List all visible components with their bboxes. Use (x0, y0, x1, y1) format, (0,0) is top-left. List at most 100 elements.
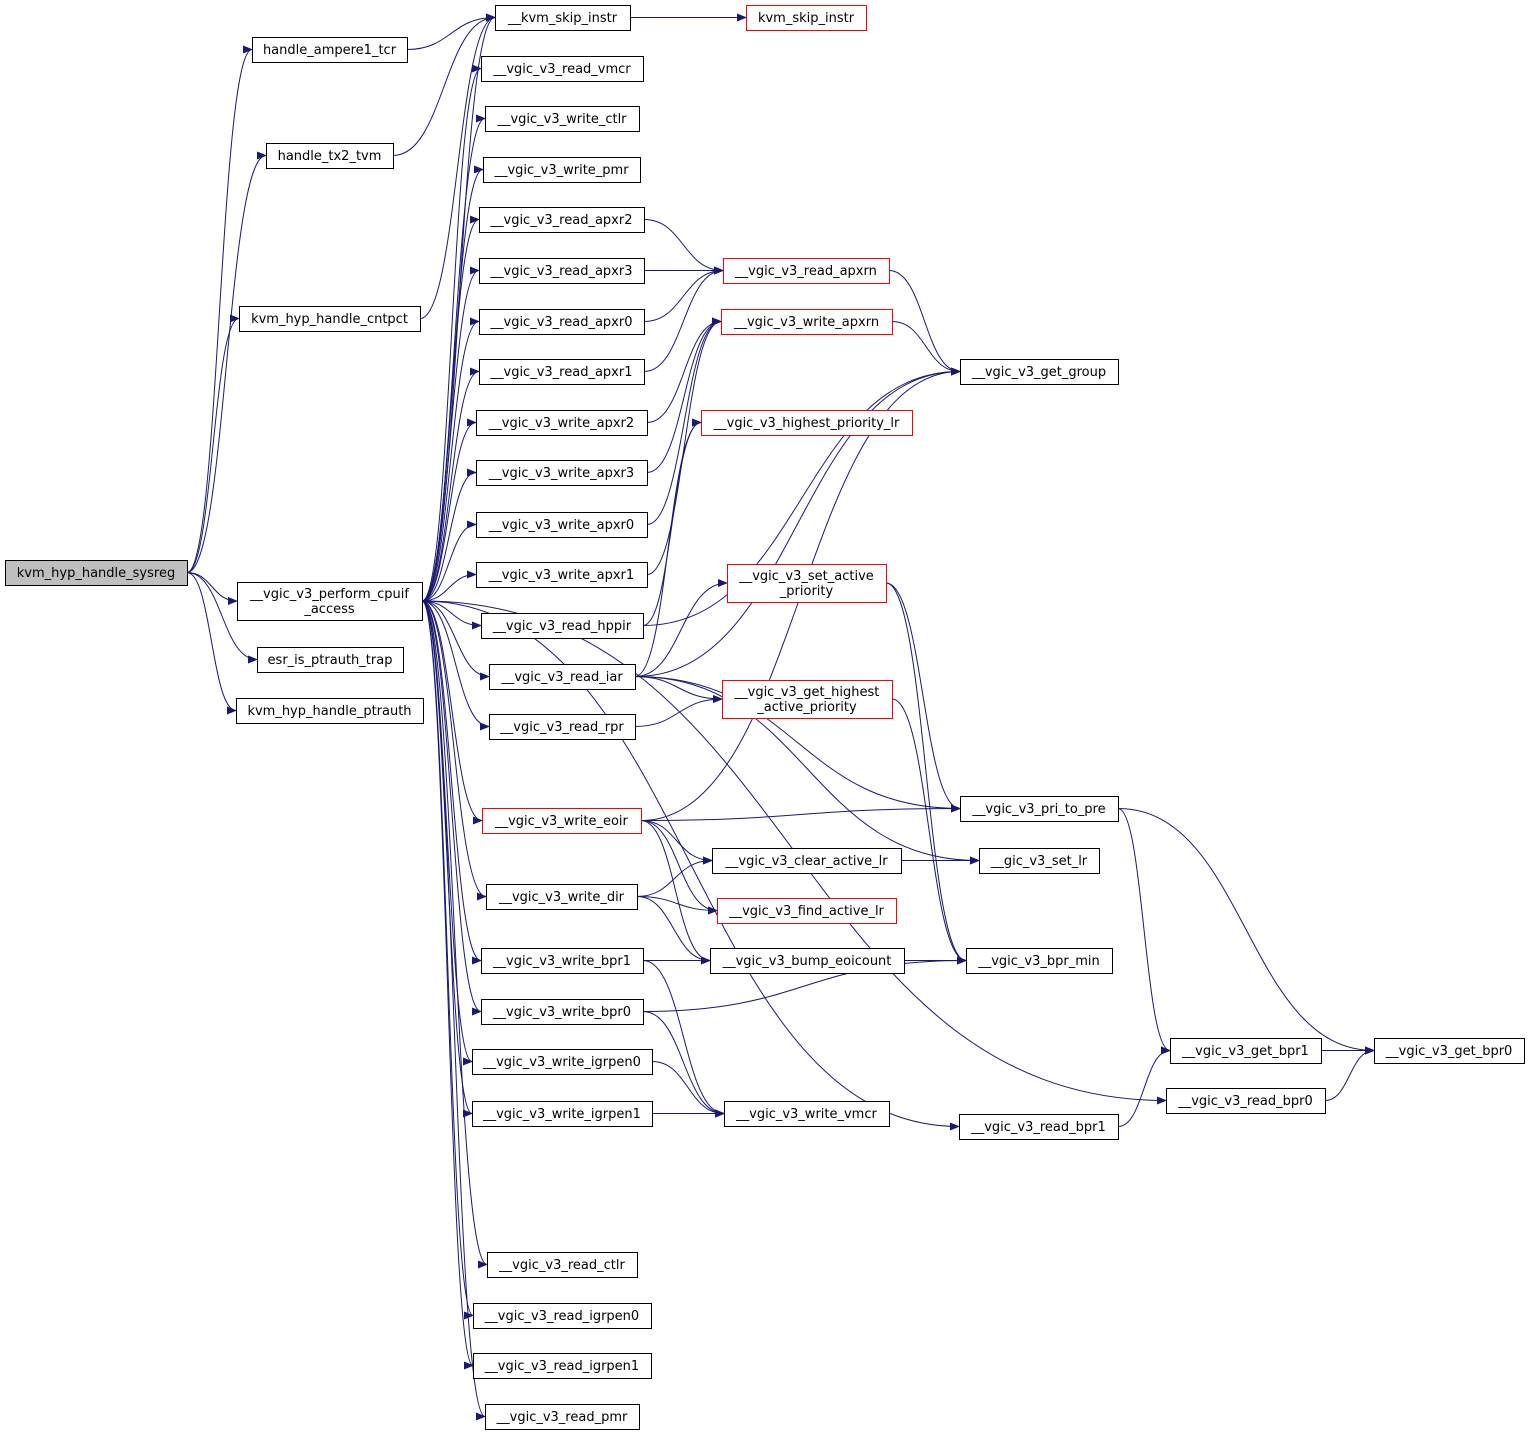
node-__vgic_v3_read_rpr[interactable]: __vgic_v3_read_rpr (489, 714, 636, 740)
node-handle_ampere1_tcr[interactable]: handle_ampere1_tcr (252, 37, 408, 63)
node-__vgic_v3_read_igrpen0[interactable]: __vgic_v3_read_igrpen0 (473, 1303, 652, 1329)
edge-__vgic_v3_perform_cpuif_access-to-__vgic_v3_write_dir (421, 600, 487, 901)
edge-__vgic_v3_perform_cpuif_access-to-__vgic_v3_read_hppir (421, 600, 482, 630)
node-kvm_hyp_handle_cntpct[interactable]: kvm_hyp_handle_cntpct (239, 306, 421, 332)
node-__vgic_v3_write_vmcr[interactable]: __vgic_v3_write_vmcr (724, 1101, 890, 1127)
node-__vgic_v3_read_apxrn[interactable]: __vgic_v3_read_apxrn (723, 258, 890, 284)
node-__vgic_v3_read_pmr[interactable]: __vgic_v3_read_pmr (485, 1404, 640, 1430)
node-box (476, 460, 648, 486)
node-kvm_hyp_handle_sysreg[interactable]: kvm_hyp_handle_sysreg (5, 560, 188, 586)
node-label: __vgic_v3_write_bpr0 (492, 1005, 631, 1020)
node-box (476, 512, 648, 538)
node-box (481, 613, 644, 639)
node-__vgic_v3_bpr_min[interactable]: __vgic_v3_bpr_min (966, 948, 1113, 974)
node-box (960, 796, 1119, 822)
node-label: __vgic_v3_read_apxr3 (490, 264, 633, 279)
node-__vgic_v3_read_bpr0[interactable]: __vgic_v3_read_bpr0 (1166, 1088, 1326, 1114)
node-label: __vgic_v3_write_apxr3 (488, 466, 634, 481)
node-__vgic_v3_read_apxr2[interactable]: __vgic_v3_read_apxr2 (479, 207, 645, 233)
node-__vgic_v3_get_bpr1[interactable]: __vgic_v3_get_bpr1 (1170, 1038, 1322, 1064)
node-label: __vgic_v3_write_igrpen1 (482, 1107, 641, 1122)
node-__vgic_v3_find_active_lr[interactable]: __vgic_v3_find_active_lr (717, 898, 897, 924)
node-__vgic_v3_highest_priority_lr[interactable]: __vgic_v3_highest_priority_lr (701, 410, 913, 436)
node-__vgic_v3_write_apxr1[interactable]: __vgic_v3_write_apxr1 (476, 562, 648, 588)
node-box (473, 1353, 652, 1379)
node-__vgic_v3_write_igrpen0[interactable]: __vgic_v3_write_igrpen0 (472, 1049, 653, 1075)
node-__vgic_v3_read_apxr0[interactable]: __vgic_v3_read_apxr0 (479, 309, 645, 335)
node-__vgic_v3_write_igrpen1[interactable]: __vgic_v3_write_igrpen1 (472, 1101, 653, 1127)
node-__vgic_v3_get_group[interactable]: __vgic_v3_get_group (960, 359, 1119, 385)
node-box (479, 207, 645, 233)
node-__vgic_v3_write_bpr1[interactable]: __vgic_v3_write_bpr1 (481, 948, 644, 974)
node-__vgic_v3_write_apxr0[interactable]: __vgic_v3_write_apxr0 (476, 512, 648, 538)
node-__vgic_v3_write_bpr0[interactable]: __vgic_v3_write_bpr0 (481, 999, 644, 1025)
node-box (485, 1404, 640, 1430)
node-handle_tx2_tvm[interactable]: handle_tx2_tvm (266, 143, 394, 169)
node-__vgic_v3_write_apxr3[interactable]: __vgic_v3_write_apxr3 (476, 460, 648, 486)
node-__vgic_v3_read_ctlr[interactable]: __vgic_v3_read_ctlr (487, 1252, 638, 1278)
node-__vgic_v3_read_iar[interactable]: __vgic_v3_read_iar (489, 664, 636, 690)
node-box (482, 808, 642, 834)
node-label: __vgic_v3_write_apxr0 (488, 518, 634, 533)
node-box (472, 1049, 653, 1075)
node-__gic_v3_set_lr[interactable]: __gic_v3_set_lr (979, 848, 1100, 874)
node-box (481, 999, 644, 1025)
node-box (481, 56, 644, 82)
node-__vgic_v3_read_vmcr[interactable]: __vgic_v3_read_vmcr (481, 56, 644, 82)
node-esr_is_ptrauth_trap[interactable]: esr_is_ptrauth_trap (257, 647, 404, 673)
node-__vgic_v3_bump_eoicount[interactable]: __vgic_v3_bump_eoicount (710, 948, 905, 974)
node-box (473, 1303, 652, 1329)
node-label: kvm_hyp_handle_cntpct (251, 312, 408, 327)
node-label: __vgic_v3_write_pmr (493, 163, 629, 178)
node-__vgic_v3_get_highest_active_priority[interactable]: __vgic_v3_get_highest_active_priority (722, 680, 893, 719)
edge-__vgic_v3_read_apxrn-to-__vgic_v3_get_group (888, 270, 961, 376)
node-__kvm_skip_instr[interactable]: __kvm_skip_instr (495, 5, 631, 31)
node-label: __vgic_v3_write_apxr1 (488, 568, 634, 583)
edge-__vgic_v3_read_bpr1-to-__vgic_v3_get_bpr1 (1117, 1046, 1171, 1127)
node-__vgic_v3_read_hppir[interactable]: __vgic_v3_read_hppir (481, 613, 644, 639)
node-kvm_skip_instr[interactable]: kvm_skip_instr (746, 5, 867, 31)
node-__vgic_v3_write_apxrn[interactable]: __vgic_v3_write_apxrn (721, 309, 893, 335)
node-label: __vgic_v3_read_apxr2 (490, 213, 633, 228)
edge-__vgic_v3_perform_cpuif_access-to-__vgic_v3_read_rpr (421, 600, 490, 731)
edge-__vgic_v3_get_highest_active_priority-to-__vgic_v3_bpr_min (891, 698, 967, 965)
edge-__vgic_v3_perform_cpuif_access-to-__vgic_v3_read_igrpen1 (421, 600, 474, 1370)
node-box (252, 37, 408, 63)
edge-__vgic_v3_write_dir-to-__vgic_v3_find_active_lr (636, 896, 718, 915)
edge-__vgic_v3_perform_cpuif_access-to-__vgic_v3_write_apxr1 (421, 570, 477, 602)
node-label: __vgic_v3_get_bpr0 (1385, 1044, 1513, 1059)
node-__vgic_v3_set_active_priority[interactable]: __vgic_v3_set_active_priority (727, 564, 887, 603)
node-__vgic_v3_read_apxr1[interactable]: __vgic_v3_read_apxr1 (479, 359, 645, 385)
node-box (489, 714, 636, 740)
edge-kvm_hyp_handle_sysreg-to-kvm_hyp_handle_cntpct (186, 314, 240, 573)
edge-__vgic_v3_read_hppir-to-__vgic_v3_get_group (642, 367, 961, 626)
node-__vgic_v3_write_eoir[interactable]: __vgic_v3_write_eoir (482, 808, 642, 834)
node-__vgic_v3_write_pmr[interactable]: __vgic_v3_write_pmr (483, 157, 641, 183)
node-box (479, 258, 645, 284)
node-__vgic_v3_read_apxr3[interactable]: __vgic_v3_read_apxr3 (479, 258, 645, 284)
node-__vgic_v3_write_dir[interactable]: __vgic_v3_write_dir (486, 884, 638, 910)
node-__vgic_v3_read_igrpen1[interactable]: __vgic_v3_read_igrpen1 (473, 1353, 652, 1379)
node-__vgic_v3_perform_cpuif_access[interactable]: __vgic_v3_perform_cpuif_access (237, 582, 423, 621)
edge-__vgic_v3_write_apxr2-to-__vgic_v3_write_apxrn (646, 317, 722, 423)
node-box (724, 1101, 890, 1127)
node-label: __vgic_v3_write_apxrn (733, 315, 879, 330)
node-__vgic_v3_write_ctlr[interactable]: __vgic_v3_write_ctlr (485, 106, 640, 132)
node-label: __vgic_v3_set_active (738, 569, 874, 584)
node-label: __vgic_v3_read_iar (500, 670, 623, 685)
edge-__vgic_v3_set_active_priority-to-__vgic_v3_pri_to_pre (885, 582, 961, 813)
node-__vgic_v3_pri_to_pre[interactable]: __vgic_v3_pri_to_pre (960, 796, 1119, 822)
node-label: __vgic_v3_highest_priority_lr (713, 416, 900, 431)
node-label: __vgic_v3_write_vmcr (735, 1107, 877, 1122)
node-kvm_hyp_handle_ptrauth[interactable]: kvm_hyp_handle_ptrauth (236, 698, 424, 724)
node-__vgic_v3_read_bpr1[interactable]: __vgic_v3_read_bpr1 (959, 1114, 1119, 1140)
node-__vgic_v3_get_bpr0[interactable]: __vgic_v3_get_bpr0 (1374, 1038, 1525, 1064)
node-__vgic_v3_clear_active_lr[interactable]: __vgic_v3_clear_active_lr (712, 848, 902, 874)
edge-__vgic_v3_read_apxr1-to-__vgic_v3_read_apxrn (643, 266, 724, 372)
edge-__vgic_v3_perform_cpuif_access-to-__vgic_v3_read_apxr3 (421, 266, 480, 602)
node-box (723, 258, 890, 284)
node-box (257, 647, 404, 673)
node-__vgic_v3_write_apxr2[interactable]: __vgic_v3_write_apxr2 (476, 410, 648, 436)
node-label: __vgic_v3_read_bpr1 (970, 1120, 1106, 1135)
